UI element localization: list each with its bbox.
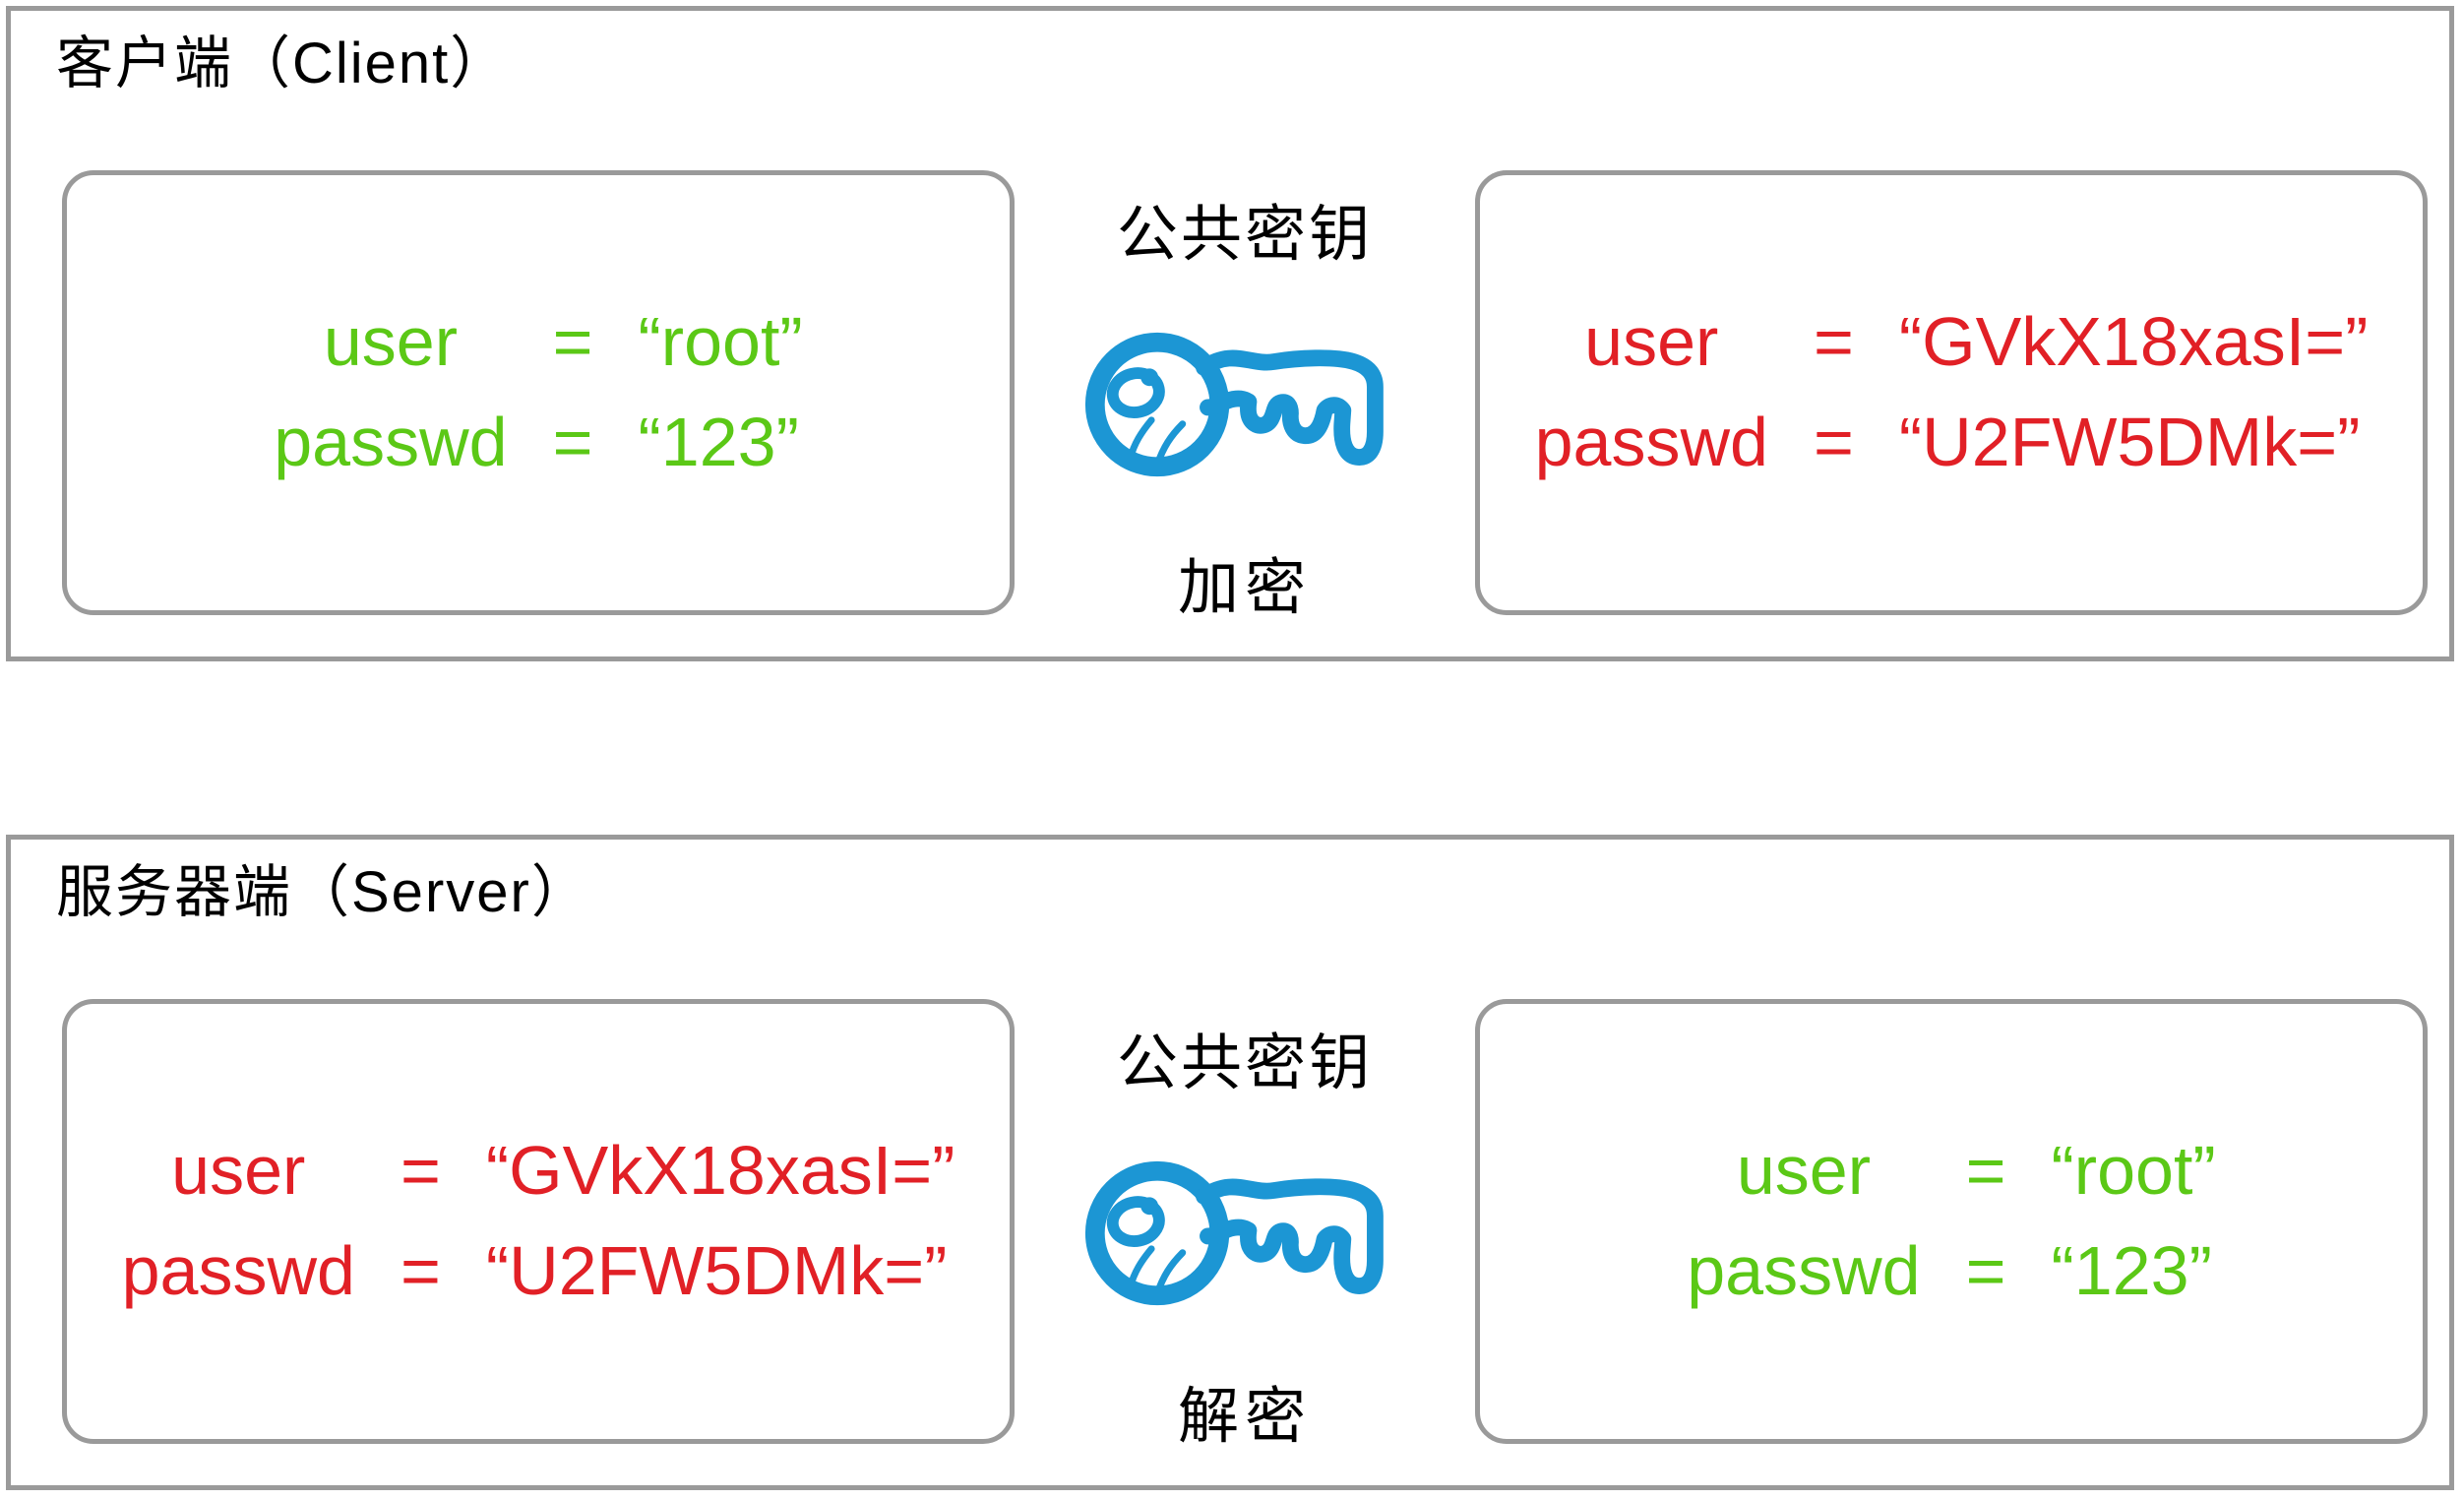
key-icon [1084, 1160, 1384, 1306]
equals-sign: = [1965, 1132, 2006, 1210]
equals-sign: = [1813, 404, 1854, 480]
credential-value: “GVkX18xasI=” [1898, 303, 2369, 381]
client-encrypt-column: 公共密钥 加密 [1016, 176, 1473, 626]
credential-value: “U2FW5DMk=” [1898, 404, 2361, 480]
equals-sign: = [552, 404, 593, 480]
client-plaintext-box: user = “root” passwd = “123” [62, 170, 1015, 615]
client-ciphertext-box: user = “GVkX18xasI=” passwd = “U2FW5DMk=… [1475, 170, 2428, 615]
credential-key: passwd [1534, 404, 1768, 480]
client-ciphertext-credentials: user = “GVkX18xasI=” passwd = “U2FW5DMk=… [1535, 305, 2369, 479]
credential-value: “GVkX18xasI=” [485, 1132, 955, 1210]
credential-value: “U2FW5DMk=” [485, 1232, 948, 1309]
client-panel-title: 客户端（Client） [56, 31, 510, 95]
equals-sign: = [1965, 1232, 2006, 1309]
credential-key: user [1584, 303, 1719, 381]
credential-value: “123” [2051, 1232, 2212, 1309]
encrypt-label: 加密 [1177, 554, 1312, 622]
equals-sign: = [1813, 303, 1854, 381]
credential-key: passwd [1687, 1232, 1921, 1309]
credential-key: user [1736, 1132, 1871, 1210]
equals-sign: = [400, 1232, 441, 1309]
decrypt-label: 解密 [1177, 1383, 1312, 1451]
credential-key: user [171, 1132, 306, 1210]
credential-value: “123” [638, 404, 799, 480]
client-plaintext-credentials: user = “root” passwd = “123” [274, 305, 802, 479]
credential-key: user [323, 303, 458, 381]
credential-key: passwd [121, 1232, 355, 1309]
equals-sign: = [552, 303, 593, 381]
server-panel: 服务器端（Server） user = “GVkX18xasI=” passwd… [6, 835, 2454, 1490]
server-ciphertext-credentials: user = “GVkX18xasI=” passwd = “U2FW5DMk=… [122, 1134, 955, 1308]
credential-value: “root” [638, 303, 803, 381]
server-plaintext-credentials: user = “root” passwd = “123” [1687, 1134, 2215, 1308]
public-key-label: 公共密钥 [1116, 1030, 1373, 1097]
server-ciphertext-box: user = “GVkX18xasI=” passwd = “U2FW5DMk=… [62, 999, 1015, 1444]
client-panel: 客户端（Client） user = “root” passwd = “123”… [6, 6, 2454, 661]
equals-sign: = [400, 1132, 441, 1210]
key-icon [1084, 332, 1384, 477]
server-decrypt-column: 公共密钥 解密 [1016, 1005, 1473, 1455]
public-key-label: 公共密钥 [1116, 201, 1373, 269]
server-plaintext-box: user = “root” passwd = “123” [1475, 999, 2428, 1444]
credential-value: “root” [2051, 1132, 2216, 1210]
server-panel-title: 服务器端（Server） [56, 860, 590, 924]
credential-key: passwd [274, 404, 508, 480]
